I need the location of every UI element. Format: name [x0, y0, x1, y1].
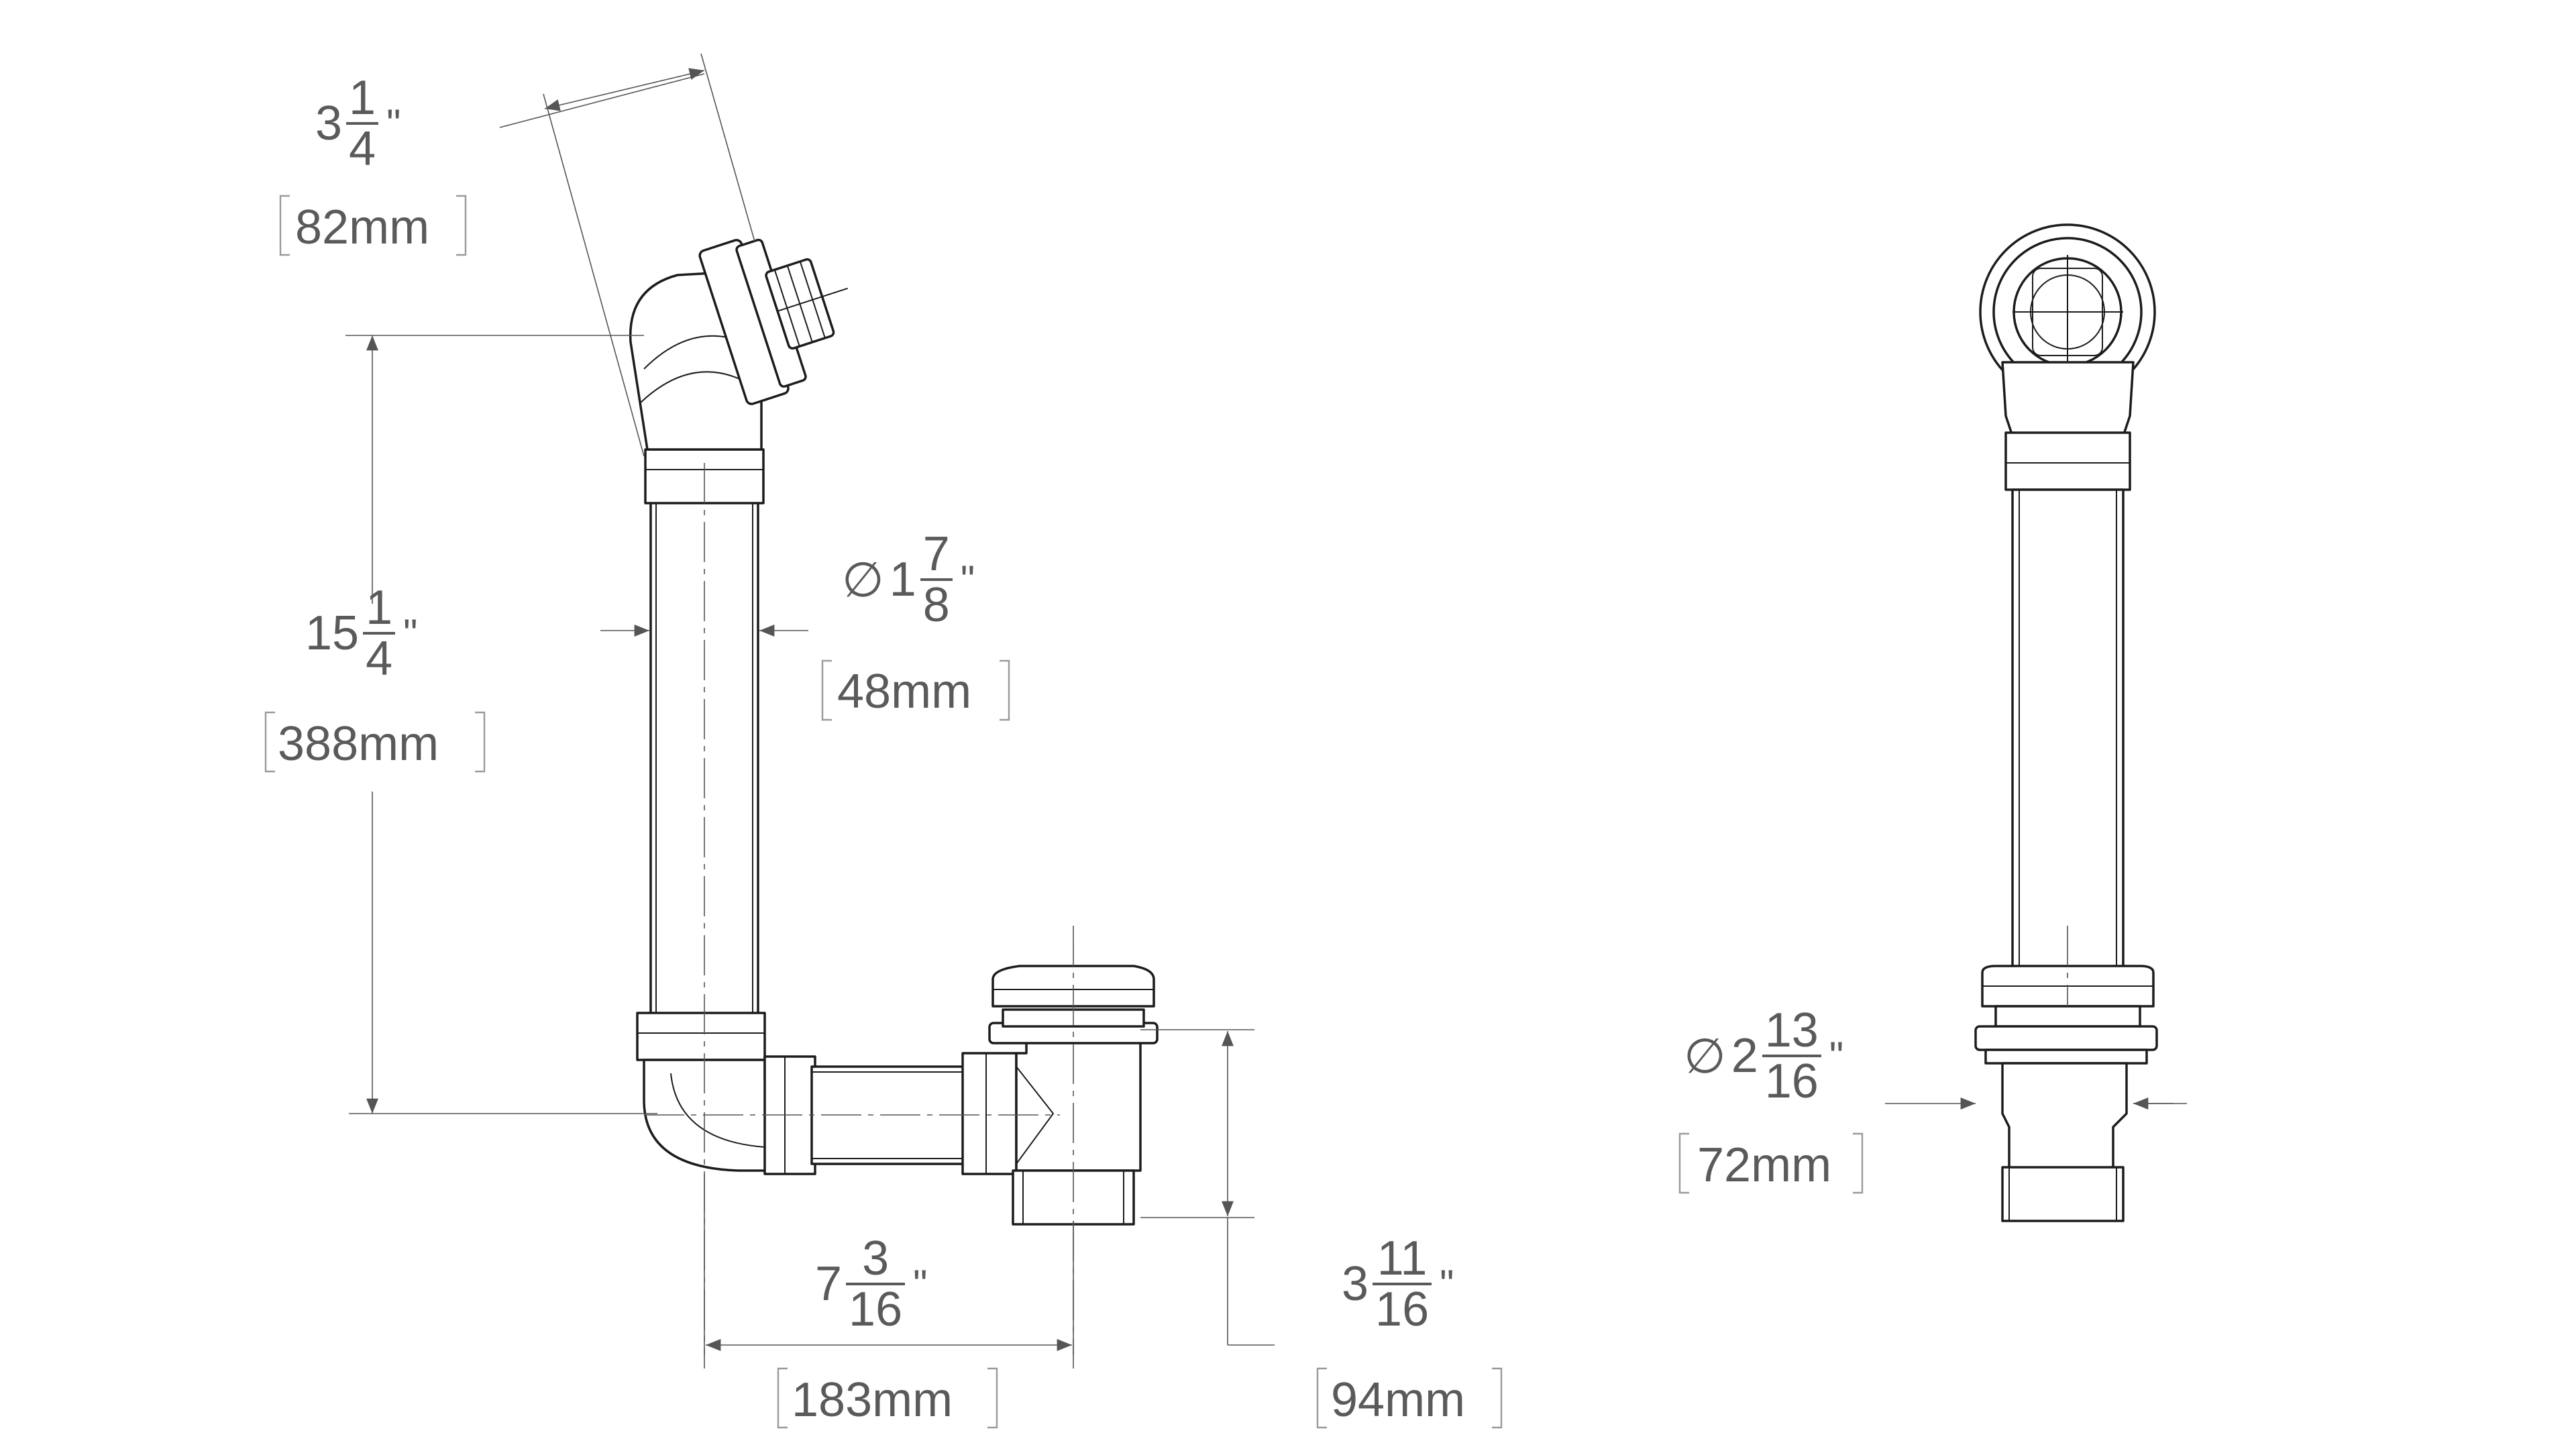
- front-overflow-pipe: [2011, 488, 2125, 974]
- bracket-82mm: [279, 195, 467, 256]
- drain-tee: [1015, 1035, 1142, 1172]
- metric-top-offset: 82mm: [295, 201, 430, 254]
- bracket-48mm: [821, 659, 1010, 721]
- metric-drain-diameter: 72mm: [1697, 1138, 1832, 1192]
- bracket-183mm: [777, 1367, 998, 1429]
- drain-tee-hub: [961, 1052, 1018, 1175]
- front-view: [1974, 223, 2158, 1222]
- front-upper-coupling: [2004, 431, 2131, 491]
- metric-pipe-diameter: 48mm: [837, 665, 972, 718]
- front-drain-flange: [1994, 1005, 2141, 1028]
- front-drain-body: [2001, 1062, 2128, 1172]
- overflow-faceplate: [698, 238, 848, 405]
- metric-overflow-height: 388mm: [278, 717, 439, 771]
- bracket-94mm: [1316, 1367, 1503, 1429]
- metric-drain-span: 183mm: [792, 1373, 953, 1427]
- lower-coupling: [636, 1012, 766, 1061]
- bracket-72mm: [1678, 1132, 1864, 1194]
- front-drain-tailpiece: [2001, 1166, 2125, 1222]
- bracket-388mm: [264, 711, 486, 773]
- elbow-neck: [2001, 361, 2135, 437]
- metric-drain-height: 94mm: [1331, 1373, 1466, 1427]
